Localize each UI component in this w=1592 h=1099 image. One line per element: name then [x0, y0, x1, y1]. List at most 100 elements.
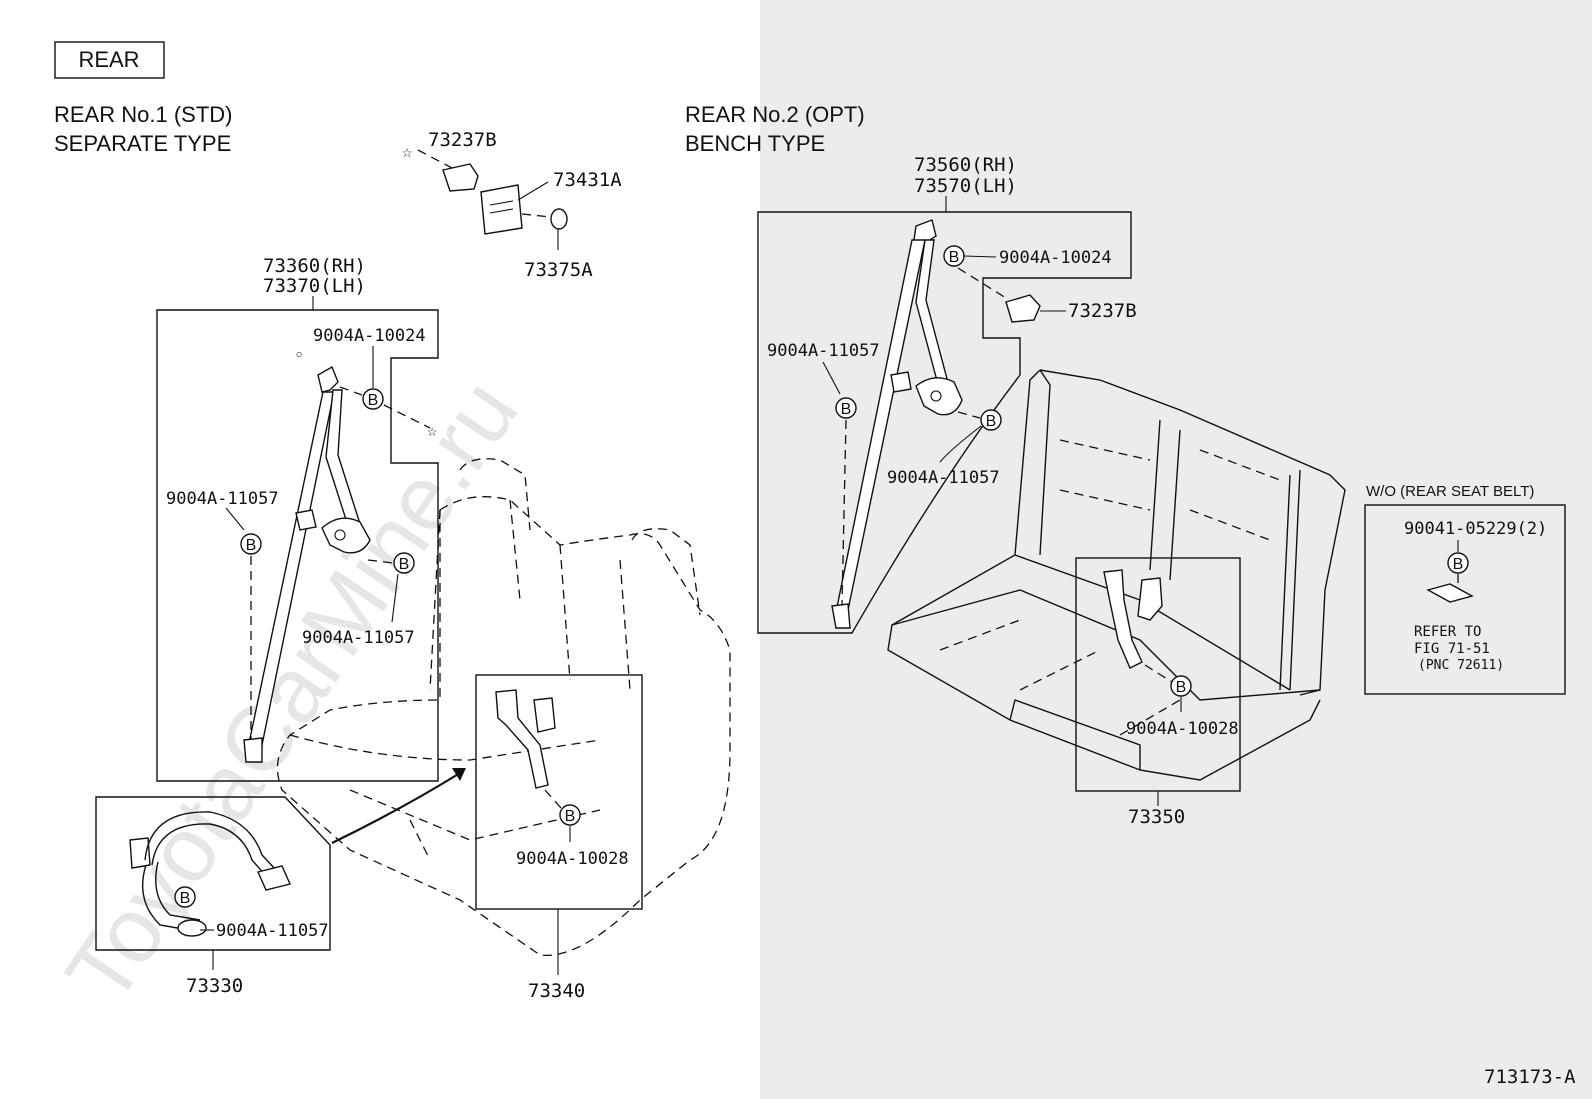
- part-73560-label: 73560(RH): [914, 154, 1017, 176]
- leader-line: [1144, 664, 1173, 683]
- left-group-subtitle: SEPARATE TYPE: [54, 131, 231, 156]
- leader-line: [517, 181, 549, 201]
- right-bolt-top-label: 9004A-10024: [999, 248, 1112, 268]
- buckle-73340-box: [475, 674, 643, 910]
- left-bolt-retractor-label: 9004A-11057: [302, 628, 415, 648]
- wo-box-title: W/O (REAR SEAT BELT): [1366, 483, 1534, 500]
- left-belt-assembly-box: [156, 309, 439, 782]
- bolt-b-letter: B: [565, 808, 576, 825]
- center-belt-webbing-part: [155, 861, 201, 921]
- center-belt-webbing-part: [144, 811, 277, 871]
- center-belt-buckle-part: [129, 837, 151, 869]
- wo-part-label: 90041-05229(2): [1404, 519, 1547, 539]
- center-belt-73330-box: [95, 796, 331, 951]
- wo-refer-line2: FIG 71-51: [1414, 641, 1490, 657]
- leader-line: [963, 255, 997, 258]
- bolt-b-letter: B: [399, 556, 410, 573]
- center-belt-anchor-part: [177, 919, 207, 937]
- belt-webbing-part: [915, 239, 951, 393]
- bolt-b-icon: [1447, 552, 1469, 574]
- center-belt-tongue-part: [257, 865, 291, 891]
- lower-anchor-part: [831, 603, 851, 629]
- center-belt-webbing-part: [151, 823, 267, 877]
- bench-type-background: [760, 0, 1592, 1099]
- left-bolt-top-label: 9004A-10024: [313, 326, 426, 346]
- bolt-b-icon: [174, 886, 196, 908]
- anchor-plate-part: [317, 365, 339, 393]
- bolt-b-letter: B: [246, 537, 257, 554]
- bolt-b-letter: B: [368, 392, 379, 409]
- leader-line: [225, 507, 245, 531]
- cover-plate-part: [1426, 583, 1474, 603]
- clip-73375a-part: [550, 208, 568, 230]
- bolt-b-icon: [362, 388, 384, 410]
- bolt-b-icon: [559, 804, 581, 826]
- bench-cushion-edge: [891, 589, 1321, 701]
- part-73237b-right-label: 73237B: [1068, 300, 1137, 322]
- bench-seat-outline: [887, 369, 1321, 781]
- bolt-b-icon: [393, 552, 415, 574]
- right-bolt-retractor-label: 9004A-11057: [887, 468, 1000, 488]
- leader-line: [822, 361, 841, 395]
- retractor-part: [915, 377, 963, 416]
- right-belt-assembly-box: [757, 211, 1132, 634]
- arrow-head-icon: [452, 768, 466, 781]
- leader-line: [957, 411, 981, 419]
- left-group-title: REAR No.1 (STD): [54, 102, 232, 127]
- detail-line: [489, 208, 514, 214]
- belt-guide-part: [295, 509, 317, 531]
- retractor-detail: [930, 390, 942, 402]
- buckle-73350-part: [1103, 569, 1143, 669]
- right-group-subtitle: BENCH TYPE: [685, 131, 825, 156]
- leader-line: [367, 559, 394, 564]
- leader-line: [391, 573, 399, 623]
- headrest-outline: [459, 458, 531, 531]
- part-73370-label: 73370(LH): [263, 275, 366, 297]
- bolt-b-letter: B: [841, 401, 852, 418]
- part-73431a-label: 73431A: [553, 169, 622, 191]
- star-mark: ☆: [402, 142, 412, 162]
- bolt-b-letter: B: [1453, 556, 1464, 573]
- bolt-b-letter: B: [1176, 679, 1187, 696]
- leader-line: [521, 213, 552, 218]
- buckle-73340-bolt-label: 9004A-10028: [516, 849, 629, 869]
- center-belt-bolt-label: 9004A-11057: [216, 921, 329, 941]
- buckle-tongue-part: [1137, 577, 1163, 621]
- wo-refer-line1: REFER TO: [1414, 624, 1481, 640]
- left-seat-outline: [276, 496, 731, 957]
- star-mark: ☆: [427, 421, 437, 441]
- part-73237b-label: 73237B: [428, 129, 497, 151]
- cover-73237b-part: [442, 163, 479, 192]
- leader-line: [841, 419, 847, 606]
- leader-line: [957, 267, 1007, 299]
- part-73330-label: 73330: [186, 975, 243, 997]
- small-screw-icon: ◦: [294, 346, 304, 366]
- seat-cushion-seam: [349, 789, 601, 861]
- headrest-outline: [631, 528, 701, 616]
- bolt-b-letter: B: [949, 249, 960, 266]
- retractor-part: [321, 517, 371, 554]
- bench-seat-edge: [1039, 369, 1051, 556]
- right-bolt-mid-label: 9004A-11057: [767, 341, 880, 361]
- figure-id: 713173-A: [1484, 1066, 1576, 1088]
- buckle-tongue-part: [533, 697, 556, 733]
- bench-seat-back-outline: [1039, 369, 1346, 696]
- bolt-b-icon: [943, 245, 965, 267]
- bench-cushion-seams: [939, 619, 1181, 736]
- seat-cushion-seam: [289, 734, 601, 761]
- leader-line: [417, 149, 453, 169]
- bolt-b-letter: B: [986, 413, 997, 430]
- right-group-title: REAR No.2 (OPT): [685, 102, 865, 127]
- seat-back-seams: [429, 499, 631, 691]
- cover-73237b-right-part: [1005, 294, 1041, 323]
- leader-line: [383, 404, 431, 429]
- left-bolt-mid-label: 9004A-11057: [166, 489, 279, 509]
- install-arrow-icon: [331, 772, 461, 844]
- retractor-detail: [334, 529, 346, 541]
- section-label-box: [54, 41, 165, 79]
- cover-73431a-part: [480, 184, 523, 235]
- leader-line: [544, 789, 562, 809]
- part-73350-label: 73350: [1128, 806, 1185, 828]
